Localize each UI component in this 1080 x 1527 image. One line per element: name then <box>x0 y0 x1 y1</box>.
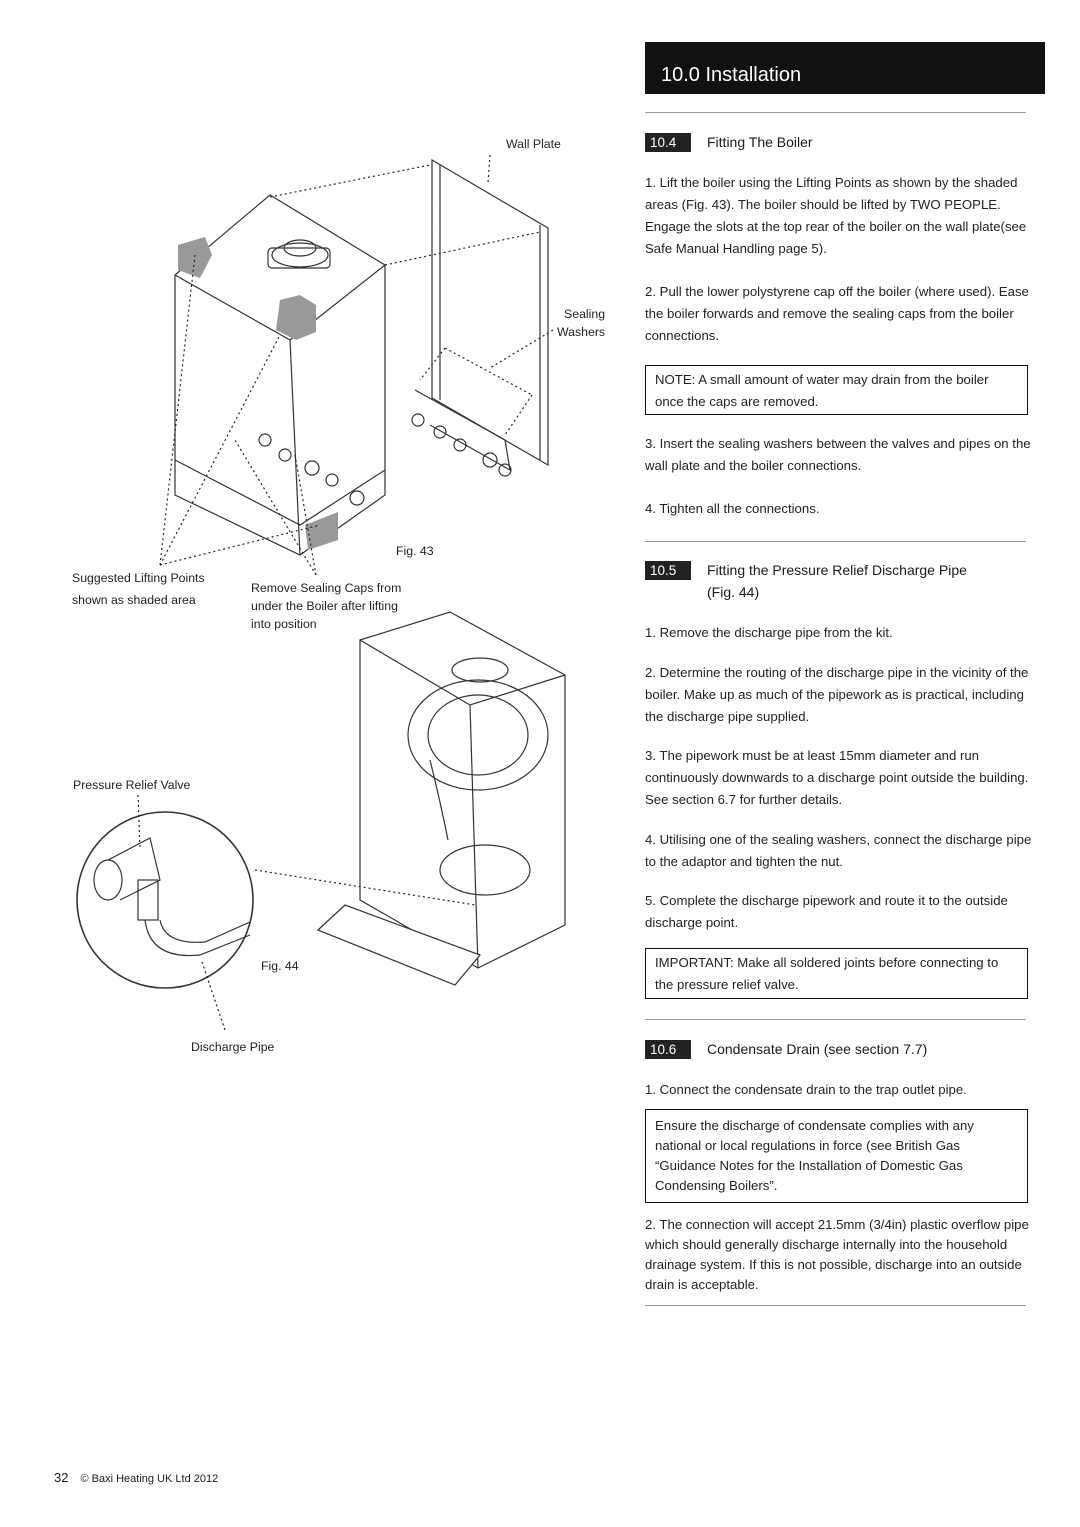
lifting-point-bottom <box>305 512 338 550</box>
page-number: 32 <box>54 1470 69 1485</box>
condensate-note-box: Ensure the discharge of condensate compl… <box>645 1109 1028 1203</box>
paragraph: 1. Connect the condensate drain to the t… <box>645 1082 967 1097</box>
section-heading-10-6: 10.6 Condensate Drain (see section 7.7) <box>645 1040 927 1059</box>
copyright: © Baxi Heating UK Ltd 2012 <box>80 1473 219 1485</box>
section-header-bar: 10.0 Installation <box>645 42 1045 94</box>
section-title: Condensate Drain (see section 7.7) <box>707 1041 928 1057</box>
paragraph: 3. The pipework must be at least 15mm di… <box>645 748 1029 807</box>
paragraph: 4. Utilising one of the sealing washers,… <box>645 832 1032 869</box>
paragraph: 1. Remove the discharge pipe from the ki… <box>645 625 893 640</box>
footer: 32 © Baxi Heating UK Ltd 2012 <box>54 1470 218 1485</box>
paragraph: 4. Tighten all the connections. <box>645 501 820 516</box>
section-title: Fitting The Boiler <box>707 134 813 150</box>
page-title: 10.0 Installation <box>661 64 802 86</box>
lifting-point-top <box>178 237 212 278</box>
boiler-interior-drawing <box>316 611 566 986</box>
paragraph: 5. Complete the discharge pipework and r… <box>645 893 1008 930</box>
section-number: 10.6 <box>645 1040 691 1059</box>
paragraph: 1. Lift the boiler using the Lifting Poi… <box>645 175 1027 256</box>
label-fig-44: Fig. 44 <box>261 959 299 973</box>
label-remove-sealing-caps: Remove Sealing Caps from under the Boile… <box>251 581 402 631</box>
pressure-relief-valve-detail <box>76 811 254 989</box>
installation-illustration <box>76 154 566 1031</box>
label-fig-43: Fig. 43 <box>396 544 434 558</box>
paragraph: 2. Determine the routing of the discharg… <box>645 665 1029 724</box>
divider <box>645 112 1026 113</box>
paragraph: 2. Pull the lower polystyrene cap off th… <box>645 284 1029 343</box>
divider <box>645 541 1026 542</box>
section-number: 10.5 <box>645 561 691 580</box>
label-discharge-pipe: Discharge Pipe <box>191 1040 275 1054</box>
wall-plate-drawing <box>411 158 549 477</box>
divider <box>645 1305 1026 1306</box>
label-sealing-washers: Sealing Washers <box>557 307 606 339</box>
paragraph: 2. The connection will accept 21.5mm (3/… <box>645 1217 1029 1292</box>
divider <box>645 1019 1026 1020</box>
paragraph: 3. Insert the sealing washers between th… <box>645 436 1031 473</box>
note-box: NOTE: A small amount of water may drain … <box>645 365 1028 415</box>
label-pressure-relief-valve: Pressure Relief Valve <box>73 778 191 792</box>
boiler-drawing <box>174 194 386 556</box>
label-wall-plate: Wall Plate <box>506 137 561 151</box>
section-heading-10-5: 10.5 Fitting the Pressure Relief Dischar… <box>645 561 967 600</box>
section-title: Fitting the Pressure Relief Discharge Pi… <box>707 562 967 600</box>
label-suggested-lifting-points: Suggested Lifting Points shown as shaded… <box>72 571 205 607</box>
important-box: IMPORTANT: Make all soldered joints befo… <box>645 948 1028 999</box>
lifting-point-front <box>276 295 316 340</box>
section-number: 10.4 <box>645 133 691 152</box>
section-heading-10-4: 10.4 Fitting The Boiler <box>645 133 813 152</box>
